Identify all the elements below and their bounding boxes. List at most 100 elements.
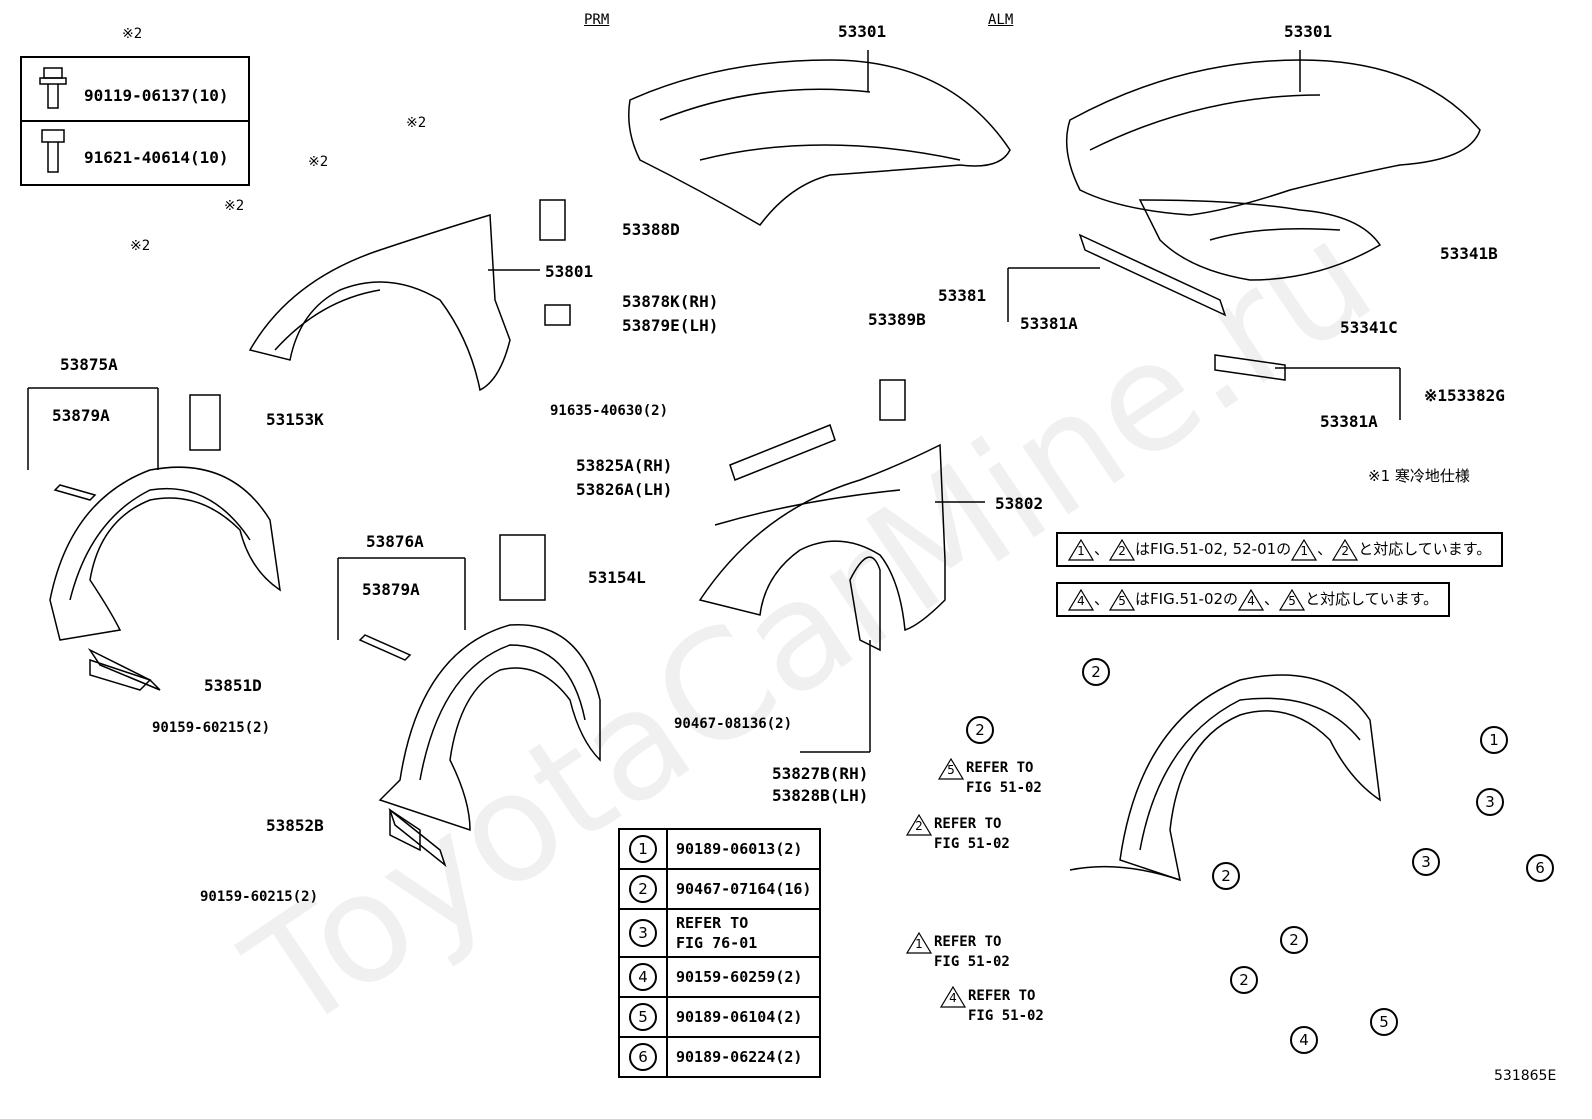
- notice-tail: と対応しています。: [1305, 590, 1439, 608]
- triangle-icon: 1: [1291, 538, 1318, 561]
- callout-2: 2: [1230, 966, 1258, 994]
- label-53879E: 53879E(LH): [622, 316, 719, 335]
- refer-note: 5 REFER TO FIG 51-02: [938, 758, 1042, 796]
- callout-2: 2: [966, 716, 994, 744]
- fender-53801-drawing: [248, 214, 540, 392]
- note-cold-spec: ※1 寒冷地仕様: [1368, 467, 1470, 485]
- callout-4: 4: [1290, 1026, 1318, 1054]
- label-53825A: 53825A(RH): [576, 456, 673, 475]
- callout-3: 3: [1412, 848, 1440, 876]
- refer-note: 2 REFER TO FIG 51-02: [906, 814, 1010, 852]
- liner-alm-drawing: [1069, 674, 1381, 882]
- note-2: ※2: [224, 198, 245, 214]
- label-53828B: 53828B(LH): [772, 786, 869, 805]
- label-53153K: 53153K: [266, 410, 324, 429]
- label-53341B: 53341B: [1440, 244, 1498, 263]
- triangle-icon: 5: [1279, 588, 1306, 611]
- triangle-icon: 4: [940, 986, 966, 1008]
- refer-note: 1 REFER TO FIG 51-02: [906, 932, 1010, 970]
- notice-text: はFIG.51-02, 52-01の: [1135, 540, 1292, 558]
- bolt-box: 90119-06137(10) 91621-40614(10): [20, 56, 250, 186]
- part-53389B-drawing: [879, 379, 906, 421]
- triangle-icon: 4: [1238, 588, 1265, 611]
- bolt-part-1: 90119-06137(10): [84, 86, 229, 105]
- part-53153K-drawing: [189, 394, 221, 451]
- hood-alm-drawing: [1065, 50, 1481, 381]
- label-53851D: 53851D: [204, 676, 262, 695]
- label-90467: 90467-08136(2): [674, 716, 793, 732]
- label-53879A-left: 53879A: [52, 406, 110, 425]
- fender-53802-drawing: [698, 443, 985, 632]
- label-53154L: 53154L: [588, 568, 646, 587]
- flange-bolt-icon: [39, 67, 67, 109]
- hex-bolt-icon: [41, 129, 65, 173]
- hood-prm-drawing: [628, 50, 1011, 226]
- part-53878K-drawing: [544, 304, 571, 326]
- label-hood-prm: 53301: [838, 22, 887, 41]
- triangle-icon: 2: [1109, 538, 1136, 561]
- label-53852B: 53852B: [266, 816, 324, 835]
- part-53388D-drawing: [539, 199, 566, 241]
- label-91635: 91635-40630(2): [550, 403, 669, 419]
- part-53827B-drawing: [849, 556, 881, 652]
- label-53879A-mid: 53879A: [362, 580, 420, 599]
- triangle-icon: 2: [906, 814, 932, 836]
- part-53154L-drawing: [499, 534, 546, 601]
- triangle-icon: 4: [1068, 588, 1094, 611]
- section-header-alm: ALM: [988, 12, 1014, 28]
- label-53875A: 53875A: [60, 355, 118, 374]
- part-53852B-drawing: [389, 808, 421, 852]
- callout-2: 2: [1280, 926, 1308, 954]
- callout-6: 6: [1526, 854, 1554, 882]
- triangle-icon: 5: [1109, 588, 1136, 611]
- callout-2: 2: [1082, 658, 1110, 686]
- triangle-icon: 5: [938, 758, 964, 780]
- label-53802: 53802: [995, 494, 1044, 513]
- figure-id: 531865E: [1494, 1068, 1557, 1084]
- label-53878K: 53878K(RH): [622, 292, 719, 311]
- triangle-icon: 2: [1332, 538, 1359, 561]
- label-53388D: 53388D: [622, 220, 680, 239]
- label-53389B: 53389B: [868, 310, 926, 329]
- refer-note: 4 REFER TO FIG 51-02: [940, 986, 1044, 1024]
- note-2: ※2: [308, 154, 329, 170]
- label-90159-b: 90159-60215(2): [200, 889, 319, 905]
- liner-53876A-drawing: [378, 624, 601, 868]
- callout-3: 3: [1476, 788, 1504, 816]
- callout-2: 2: [1212, 862, 1240, 890]
- label-53876A: 53876A: [366, 532, 424, 551]
- label-hood-alm: 53301: [1284, 22, 1333, 41]
- label-53381A-a: 53381A: [1020, 314, 1078, 333]
- note-2: ※2: [406, 115, 427, 131]
- notice-text: はFIG.51-02の: [1135, 590, 1239, 608]
- label-53827B: 53827B(RH): [772, 764, 869, 783]
- label-53826A: 53826A(LH): [576, 480, 673, 499]
- liner-53875A-drawing: [49, 466, 281, 691]
- note-2: ※2: [130, 238, 151, 254]
- label-53341C: 53341C: [1340, 318, 1398, 337]
- part-53825A-drawing: [729, 424, 836, 481]
- callout-5: 5: [1370, 1008, 1398, 1036]
- notice-tail: と対応しています。: [1358, 540, 1492, 558]
- section-header-prm: PRM: [584, 12, 610, 28]
- bolt-box-note: ※2: [122, 26, 143, 42]
- triangle-icon: 1: [906, 932, 932, 954]
- label-53381A-b: 53381A: [1320, 412, 1378, 431]
- callout-1: 1: [1480, 726, 1508, 754]
- bolt-part-2: 91621-40614(10): [84, 148, 229, 167]
- label-53381: 53381: [938, 286, 987, 305]
- label-53382G: ※153382G: [1424, 386, 1505, 405]
- label-90159-a: 90159-60215(2): [152, 720, 271, 736]
- label-53801: 53801: [545, 262, 594, 281]
